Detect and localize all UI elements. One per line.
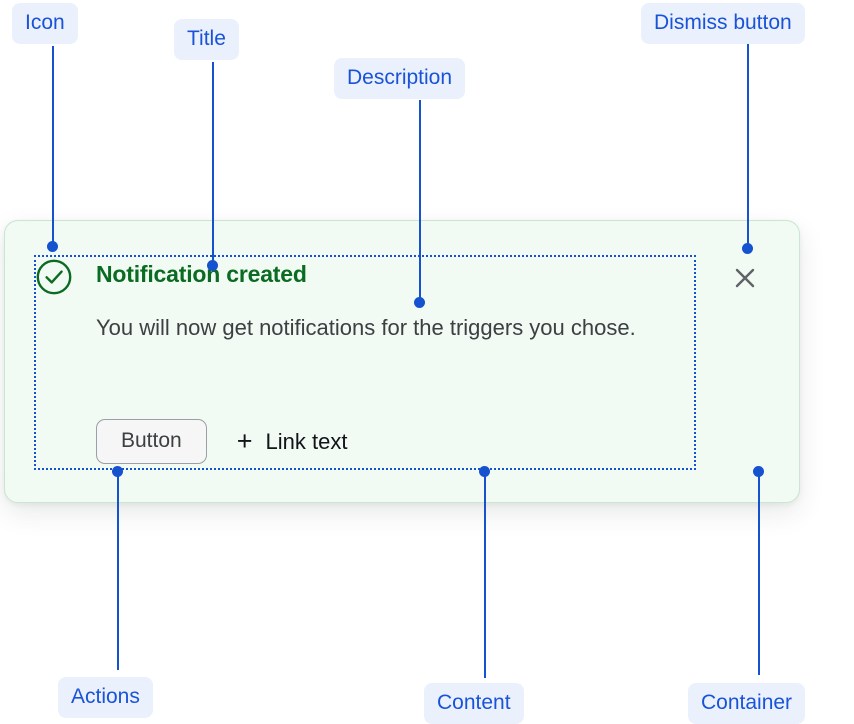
notification-title: Notification created [96, 261, 307, 287]
annotation-label-icon: Icon [12, 3, 78, 44]
leader-dot-description [414, 297, 425, 308]
annotation-label-description: Description [334, 58, 466, 99]
leader-dot-title [207, 260, 218, 271]
leader-dot-icon [47, 241, 58, 252]
annotation-label-content: Content [424, 683, 524, 724]
check-circle-icon [35, 258, 73, 296]
leader-dot-dismiss [742, 243, 753, 254]
leader-line-description [419, 100, 421, 302]
leader-line-content [484, 470, 486, 678]
annotation-label-dismiss-button: Dismiss button [641, 3, 805, 44]
notification-actions: Button + Link text [96, 419, 347, 464]
leader-line-icon [52, 46, 54, 246]
leader-dot-content [479, 466, 490, 477]
notification-description: You will now get notifications for the t… [96, 315, 636, 340]
annotation-label-container: Container [688, 683, 806, 724]
close-icon[interactable] [730, 263, 760, 293]
annotation-label-title: Title [174, 19, 239, 60]
leader-line-actions [117, 470, 119, 670]
leader-line-title [212, 62, 214, 265]
leader-dot-container [753, 466, 764, 477]
action-link[interactable]: + Link text [237, 428, 348, 455]
action-button[interactable]: Button [96, 419, 207, 464]
annotation-label-actions: Actions [58, 677, 153, 718]
leader-dot-actions [112, 466, 123, 477]
action-link-label: Link text [265, 428, 348, 454]
leader-line-dismiss [747, 44, 749, 249]
plus-icon: + [236, 426, 253, 456]
leader-line-container [758, 470, 760, 675]
